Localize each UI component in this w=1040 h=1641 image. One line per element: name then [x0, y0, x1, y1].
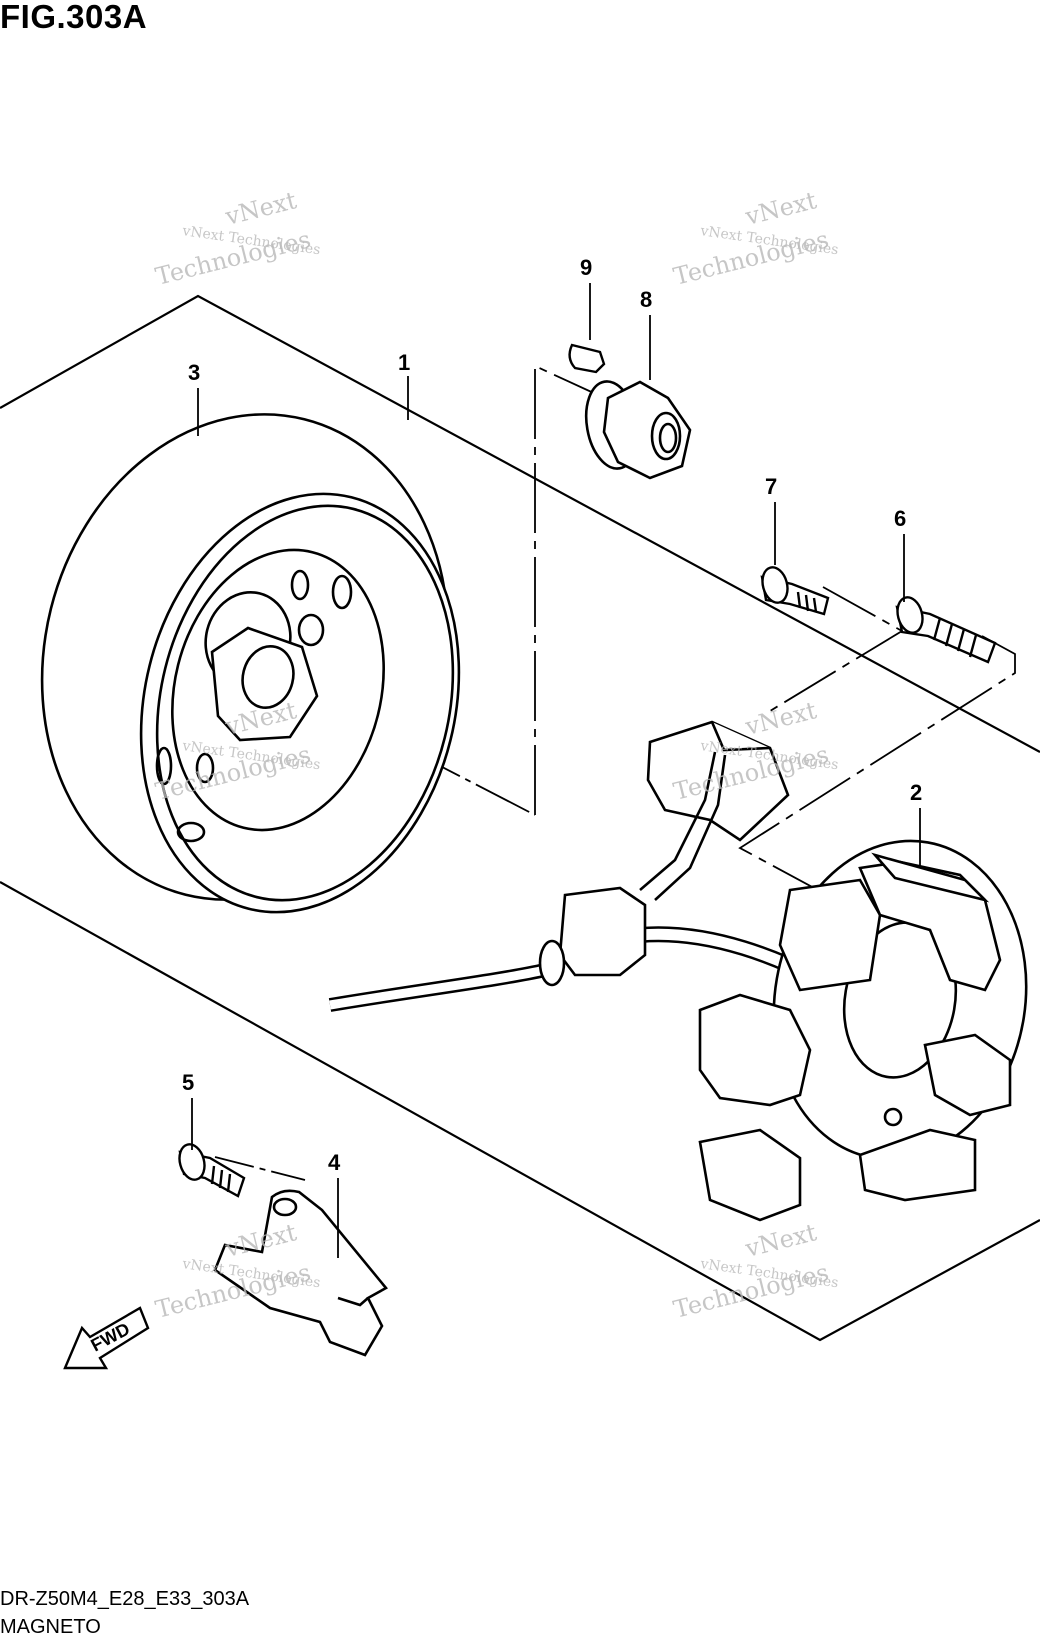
callout-part-7: 7	[765, 474, 777, 499]
callout-leaders	[191, 283, 921, 1258]
flywheel-rotor	[40, 413, 461, 914]
watermark-top-right: vNext vNext Technologies Technologies	[671, 186, 840, 291]
bolt-short	[760, 566, 830, 616]
clamp-plate	[213, 1189, 388, 1357]
svg-text:vNext: vNext	[222, 186, 300, 231]
forward-direction-arrow: FWD	[63, 1306, 150, 1370]
rotor-nut	[584, 380, 692, 480]
stator-assembly	[328, 720, 1028, 1222]
svg-text:vNext: vNext	[742, 186, 820, 231]
svg-text:vNext: vNext	[742, 1218, 820, 1263]
callout-part-4: 4	[328, 1150, 341, 1175]
callout-part-5: 5	[182, 1070, 194, 1095]
svg-text:vNext: vNext	[742, 696, 820, 741]
figure-title: FIG.303A	[0, 0, 148, 35]
woodruff-key	[568, 343, 606, 374]
callout-part-9: 9	[580, 255, 592, 280]
diagram-code: DR-Z50M4_E28_E33_303A	[0, 1588, 250, 1610]
callout-part-6: 6	[894, 506, 906, 531]
callout-numbers: 1 2 3 4 5 6 7 8 9	[182, 255, 922, 1175]
callout-part-8: 8	[640, 287, 652, 312]
callout-part-2: 2	[910, 780, 922, 805]
bolt-long	[895, 596, 997, 664]
diagram-name: MAGNETO	[0, 1616, 101, 1638]
screw	[178, 1143, 246, 1198]
watermark-top-left: vNext vNext Technologies Technologies	[153, 186, 322, 291]
callout-part-1: 1	[398, 350, 410, 375]
exploded-view-frame	[0, 294, 1040, 1342]
callout-part-3: 3	[188, 360, 200, 385]
